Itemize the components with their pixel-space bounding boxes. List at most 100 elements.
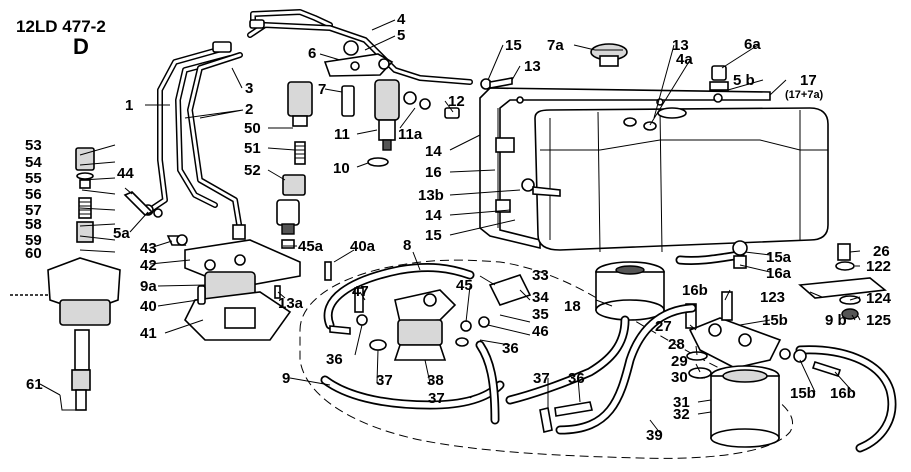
leader-lines	[39, 19, 861, 434]
fuel-hoses	[320, 250, 897, 453]
injection-pump	[123, 191, 332, 341]
callout-46: 46	[532, 323, 549, 340]
callout-7a: 7a	[547, 37, 564, 54]
callout-2: 2	[245, 101, 253, 118]
filter-head	[685, 291, 782, 379]
callout-7: 7	[318, 81, 326, 98]
callout-labels: 4 5 6 3 2 1 7 50 51 52 11 10 11a 12 15 1…	[25, 11, 892, 444]
callout-54: 54	[25, 154, 42, 171]
callout-3: 3	[245, 80, 253, 97]
bolts-top	[480, 77, 513, 90]
callout-13-right: 13	[672, 37, 689, 54]
callout-61: 61	[26, 376, 43, 393]
callout-15b: 15b	[762, 312, 788, 329]
callout-17-note: (17+7a)	[785, 89, 824, 101]
callout-16b: 16b	[682, 282, 708, 299]
callout-53: 53	[25, 137, 42, 154]
callout-11: 11	[334, 126, 350, 143]
callout-39: 39	[646, 427, 663, 444]
callout-57: 57	[25, 202, 42, 219]
callout-28: 28	[668, 336, 685, 353]
callout-44: 44	[117, 165, 134, 182]
callout-9b: 9 b	[825, 312, 847, 329]
fuel-tank	[521, 107, 829, 253]
callout-37-c: 37	[533, 370, 550, 387]
callout-36-c: 36	[568, 370, 585, 387]
model-title: 12LD 477-2	[16, 17, 106, 36]
callout-5: 5	[397, 27, 405, 44]
callout-52: 52	[244, 162, 261, 179]
callout-35: 35	[532, 306, 549, 323]
callout-122: 122	[866, 258, 891, 275]
callout-60: 60	[25, 245, 42, 262]
callout-58: 58	[25, 216, 42, 233]
fuel-tank-bracket	[479, 87, 771, 250]
tank-vent-fitting	[709, 65, 729, 103]
callout-14-a: 14	[425, 143, 442, 160]
callout-43: 43	[140, 240, 157, 257]
callout-15b-lower: 15b	[790, 385, 816, 402]
callout-45a: 45a	[298, 238, 324, 255]
section-letter: D	[73, 34, 89, 59]
callout-36-b: 36	[502, 340, 519, 357]
callout-13-top: 13	[524, 58, 541, 75]
injector-left	[276, 81, 313, 235]
callout-50: 50	[244, 120, 261, 137]
callout-36-a: 36	[326, 351, 343, 368]
callout-47: 47	[352, 283, 369, 300]
callout-59: 59	[25, 232, 42, 249]
callout-45: 45	[456, 277, 473, 294]
callout-13a: 13a	[278, 295, 304, 312]
callout-125: 125	[866, 312, 891, 329]
callout-16: 16	[425, 164, 442, 181]
callout-42: 42	[140, 257, 157, 274]
banjo-fittings	[403, 91, 460, 119]
fuel-filter-18	[595, 261, 665, 321]
callout-15-mid: 15	[425, 227, 442, 244]
fuel-filter-32	[710, 365, 780, 448]
callout-5b: 5 b	[733, 72, 755, 89]
callout-9a: 9a	[140, 278, 157, 295]
callout-13b: 13b	[418, 187, 444, 204]
callout-15a: 15a	[766, 249, 792, 266]
callout-51: 51	[244, 140, 261, 157]
injector-clamp	[323, 40, 394, 77]
callout-14-b: 14	[425, 207, 442, 224]
callout-32: 32	[673, 406, 690, 423]
callout-26: 26	[873, 243, 890, 260]
callout-5a: 5a	[113, 225, 130, 242]
callout-27: 27	[655, 318, 672, 335]
callout-30: 30	[671, 369, 688, 386]
callout-124: 124	[866, 290, 892, 307]
callout-17: 17	[800, 72, 817, 89]
callout-33: 33	[532, 267, 549, 284]
callout-16a: 16a	[766, 265, 792, 282]
callout-55: 55	[25, 170, 42, 187]
callout-40a: 40a	[350, 238, 376, 255]
callout-4: 4	[397, 11, 406, 28]
callout-12: 12	[448, 93, 465, 110]
engine-outline	[299, 259, 793, 459]
callout-31: 31	[673, 394, 690, 411]
callout-15-top: 15	[505, 37, 522, 54]
callout-37-a: 37	[376, 372, 393, 389]
callout-4a: 4a	[676, 51, 693, 68]
callout-40: 40	[140, 298, 157, 315]
callout-37-b: 37	[428, 390, 445, 407]
injector-right	[341, 79, 400, 167]
bottom-fittings	[539, 240, 842, 433]
callout-56: 56	[25, 186, 42, 203]
callout-9: 9	[282, 370, 290, 387]
callout-41: 41	[140, 325, 157, 342]
callout-34: 34	[532, 289, 549, 306]
feed-pump	[329, 274, 532, 361]
callout-123: 123	[760, 289, 785, 306]
callout-6a: 6a	[744, 36, 761, 53]
callout-29: 29	[671, 353, 688, 370]
callout-11a: 11a	[398, 126, 423, 143]
callout-18: 18	[564, 298, 581, 315]
callout-6: 6	[308, 45, 316, 62]
callout-1: 1	[125, 97, 133, 114]
callout-38: 38	[427, 372, 444, 389]
